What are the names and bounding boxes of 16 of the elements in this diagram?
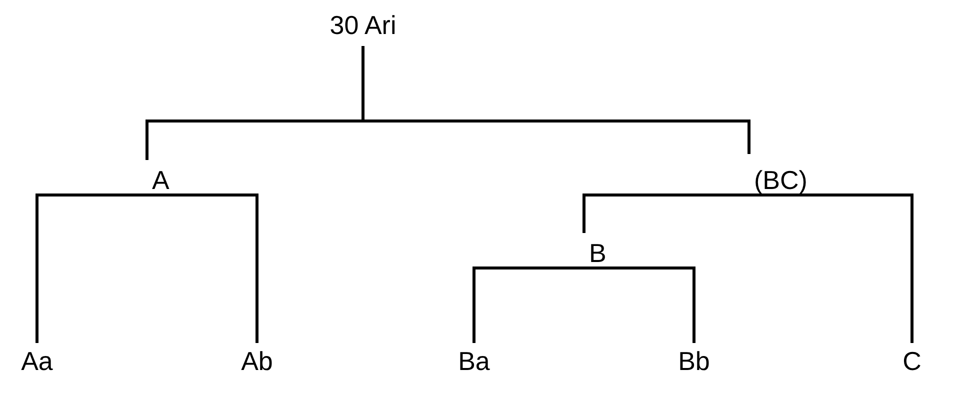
node-label: (BC) xyxy=(754,166,808,195)
tree-connector xyxy=(582,266,696,343)
node-label: Ba xyxy=(458,346,490,376)
node-label: A xyxy=(152,166,170,195)
tree-connector xyxy=(748,194,914,343)
tree-connector xyxy=(582,194,750,233)
node-label: Ab xyxy=(241,346,273,376)
node-label: B xyxy=(589,239,606,268)
tree-connector xyxy=(36,194,148,343)
node-label: Aa xyxy=(21,346,53,376)
node-label: C xyxy=(902,346,922,376)
tree-connector xyxy=(362,46,750,154)
tree-connector xyxy=(472,266,586,343)
node-label: 30 Ari xyxy=(330,10,396,40)
tree-connector xyxy=(146,194,258,343)
node-label: Bb xyxy=(678,346,710,376)
